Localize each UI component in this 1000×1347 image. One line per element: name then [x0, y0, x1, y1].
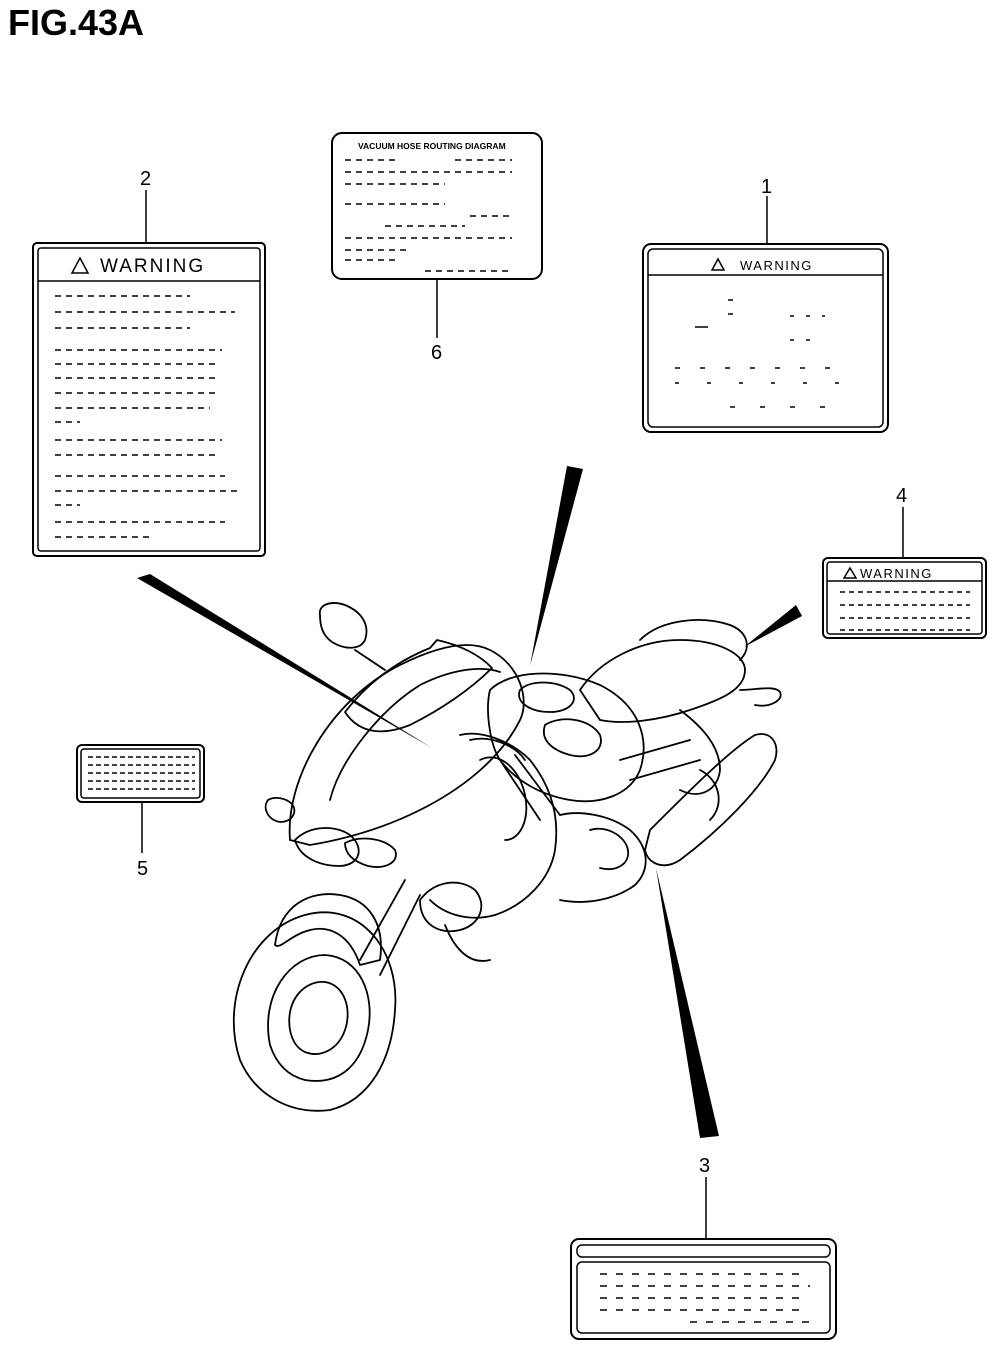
warning-right-label: WARNING [740, 258, 813, 273]
vacuum-title-label: VACUUM HOSE ROUTING DIAGRAM [358, 141, 506, 151]
label-6-diagram-lines [345, 159, 512, 272]
label-1-warning [642, 196, 889, 433]
fuel-tank [487, 672, 645, 803]
motorcycle-illustration [232, 602, 782, 1112]
pointer-label-4 [744, 605, 802, 647]
warning-triangle-icon [710, 257, 726, 271]
callout-5: 5 [137, 858, 149, 880]
engine-frame [429, 732, 558, 919]
front-fairing [288, 644, 525, 846]
left-mirror [318, 602, 368, 649]
label-4-warning-small [822, 507, 987, 639]
label-1-text-marks [675, 299, 855, 408]
figure-title: FIG.43A [8, 2, 145, 43]
label-2-text-lines [55, 295, 240, 538]
front-tire [232, 911, 397, 1112]
front-brake [419, 881, 483, 933]
callout-2: 2 [140, 168, 152, 190]
pointer-wedges [137, 466, 802, 1138]
label-5-text-lines [88, 756, 195, 790]
callout-3: 3 [699, 1155, 711, 1177]
pointer-label-3 [656, 868, 719, 1138]
front-fender [274, 893, 382, 966]
label-2-warning-large [32, 190, 266, 557]
pointer-label-2 [137, 574, 432, 748]
exhaust-muffler [644, 733, 778, 867]
headlight [294, 827, 360, 867]
windscreen [344, 639, 493, 733]
pointer-label-1 [530, 466, 583, 666]
seat [579, 639, 746, 723]
label-6-vacuum-hose [331, 132, 543, 338]
callout-4: 4 [896, 485, 908, 507]
warning-small-label: WARNING [860, 566, 933, 581]
warning-large-label: WARNING [100, 256, 205, 277]
warning-triangle-icon [70, 256, 90, 274]
label-5-plate [76, 744, 205, 853]
warning-triangle-icon [842, 566, 858, 579]
callout-6: 6 [431, 342, 443, 364]
label-3-text-lines [600, 1273, 810, 1323]
front-wheel-rim [267, 954, 371, 1082]
label-4-text-lines [840, 591, 970, 631]
label-3-plate [570, 1177, 837, 1340]
callout-1: 1 [761, 176, 773, 198]
